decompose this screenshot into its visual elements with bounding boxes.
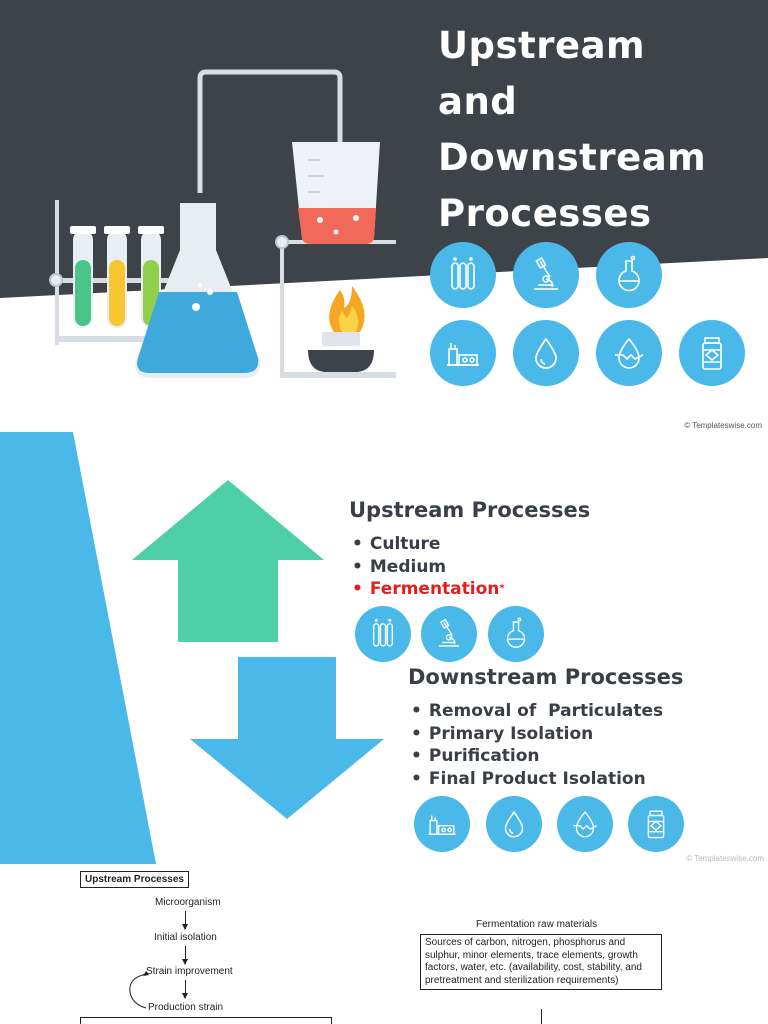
down-arrow [190, 657, 384, 819]
up-arrow [132, 480, 324, 642]
raw-materials-box: Sources of carbon, nitrogen, phosphorus … [420, 934, 662, 990]
downstream-item-particulates: Removal of Particulates [411, 700, 663, 723]
downstream-item-purification: Purification [411, 745, 663, 768]
flow-arrow [182, 946, 188, 965]
round-flask-icon [488, 606, 544, 662]
flow-arrow [541, 1009, 542, 1024]
title-line-4: Processes [438, 192, 652, 235]
downstream-list: Removal of Particulates Primary Isolatio… [411, 700, 663, 790]
flow-step-microorganism: Microorganism [155, 897, 221, 908]
side-band [0, 432, 156, 864]
title-line-1: Upstream [438, 24, 646, 67]
slide-title: Upstream and Downstream Processes [438, 18, 758, 242]
egg-icon [557, 796, 613, 852]
microscope-icon [513, 242, 579, 308]
factory-icon [414, 796, 470, 852]
upstream-list: Culture Medium Fermentation* [352, 533, 505, 601]
process-slide: Upstream Processes Culture Medium Fermen… [0, 432, 768, 864]
raw-materials-title: Fermentation raw materials [476, 919, 598, 930]
bunsen-burner [308, 286, 374, 372]
upstream-item-medium: Medium [352, 556, 505, 579]
test-tube-green [70, 226, 96, 328]
test-tube-yellow [104, 226, 130, 328]
egg-icon [596, 320, 662, 386]
downstream-item-final-isolation: Final Product Isolation [411, 768, 663, 791]
upstream-item-culture: Culture [352, 533, 505, 556]
downstream-item-primary-isolation: Primary Isolation [411, 723, 663, 746]
flow-title-box: Upstream Processes [80, 871, 189, 888]
water-drop-icon [486, 796, 542, 852]
upstream-item-fermentation: Fermentation* [352, 578, 505, 601]
flowchart-page: Upstream Processes Microorganism Initial… [0, 864, 768, 1024]
flow-step-production-strain: Production strain [148, 1002, 224, 1013]
flow-arrow [182, 980, 188, 999]
downstream-heading: Downstream Processes [408, 665, 684, 689]
lab-illustration [49, 69, 396, 378]
test-tubes-icon [355, 606, 411, 662]
title-line-3: Downstream [438, 136, 707, 179]
title-line-2: and [438, 80, 518, 123]
erlenmeyer-flask [135, 193, 261, 378]
next-box-edge [80, 1017, 332, 1024]
flow-arrow [182, 911, 188, 930]
copyright-credit: © Templateswise.com [684, 421, 762, 430]
flow-step-strain-improvement: Strain improvement [146, 966, 233, 977]
round-flask-icon [596, 242, 662, 308]
pill-bottle-icon [628, 796, 684, 852]
factory-icon [430, 320, 496, 386]
loop-arrow [129, 971, 149, 1009]
microscope-icon [421, 606, 477, 662]
upstream-heading: Upstream Processes [349, 498, 591, 522]
title-slide: Upstream and Downstream Processes © Temp… [0, 0, 768, 432]
beaker [292, 142, 380, 244]
flow-step-initial-isolation: Initial isolation [154, 932, 217, 943]
pill-bottle-icon [679, 320, 745, 386]
test-tubes-icon [430, 242, 496, 308]
copyright-credit: © Templateswise.com [686, 854, 764, 863]
water-drop-icon [513, 320, 579, 386]
